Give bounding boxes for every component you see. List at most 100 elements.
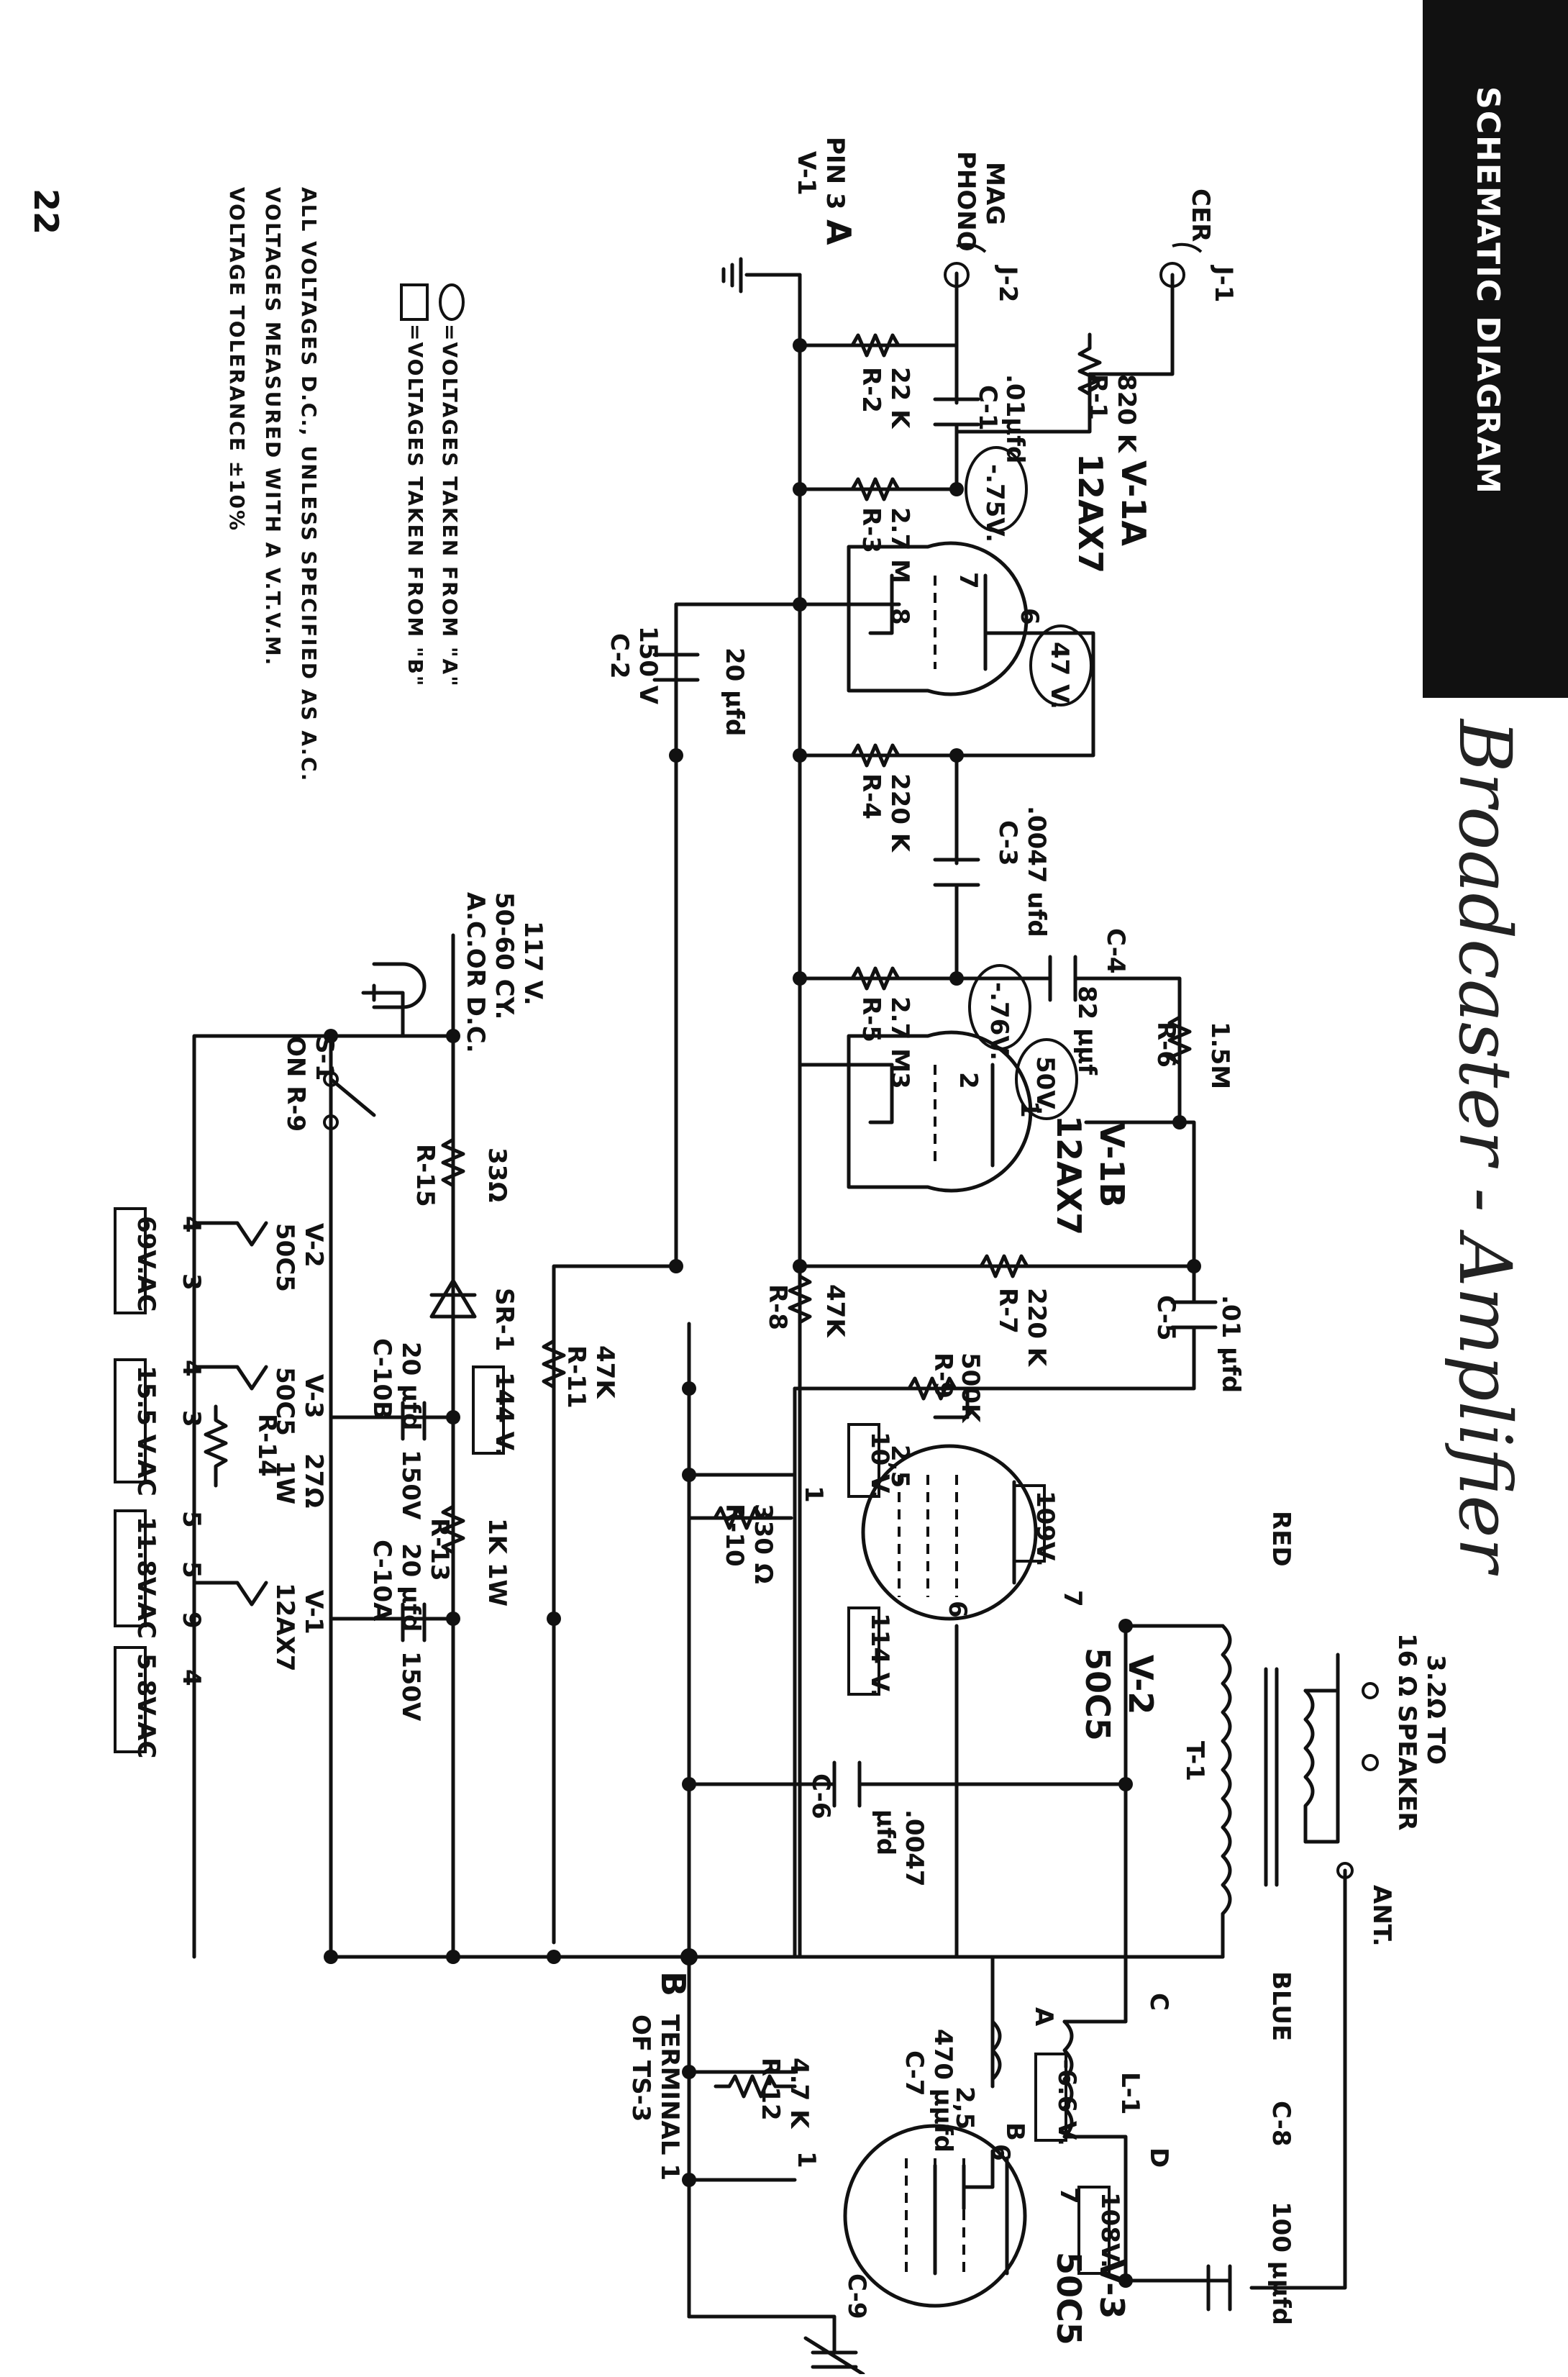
- c10a-volt: 150V: [396, 1651, 425, 1722]
- c6-unit: μfd: [871, 1809, 900, 1855]
- jack-j1-shell: [1172, 242, 1203, 253]
- junction-dot: [669, 1259, 683, 1273]
- tube-v1a-type: 12AX7: [1071, 453, 1110, 573]
- voltage-v3-plate: 108V.: [1095, 2192, 1124, 2268]
- junction-dot: [793, 971, 807, 986]
- wire-t1-primary: [1123, 1624, 1225, 1959]
- r1-value: 820 K: [1112, 374, 1141, 454]
- junction-dot: [793, 748, 807, 763]
- heater-v2: [192, 1221, 268, 1247]
- capacitor-c9: [803, 2336, 865, 2376]
- heater-voltage-box: [114, 1358, 147, 1483]
- pin-label: 1: [799, 1486, 828, 1503]
- c6-value: .0047: [900, 1809, 929, 1887]
- r14-ref: R-14: [252, 1414, 281, 1477]
- l1-d: D: [1144, 2148, 1173, 2168]
- tube-v3-envelope: [843, 2124, 1027, 2308]
- note-tolerance: VOLTAGE TOLERANCE ±10%: [225, 187, 249, 532]
- pin-label: 3: [177, 1273, 206, 1291]
- antenna-coil: ANT. L-1 A B C D B TERMINAL 1 OF TS-3: [626, 1862, 1396, 2181]
- r8-ref: R-8: [763, 1284, 792, 1330]
- switch-contact-icon: [323, 1114, 339, 1130]
- voltage-box: [1013, 1484, 1046, 1563]
- heater-v1: [192, 1581, 268, 1606]
- page-title: SCHEMATIC DIAGRAM: [1469, 86, 1506, 495]
- terminal-label-1: TERMINAL 1: [655, 2014, 684, 2181]
- pin-label: 1: [792, 2151, 821, 2168]
- voltage-oval: [965, 446, 1028, 532]
- capacitor-c6: [832, 1760, 862, 1808]
- c10b-ref: C-10B: [368, 1338, 396, 1419]
- resistor-r15: [443, 1126, 463, 1205]
- r13-value: 1K 1W: [483, 1518, 511, 1606]
- tube-v1b-cathode: [868, 1063, 894, 1124]
- legend-box-text: =VOLTAGES TAKEN FROM "B": [404, 324, 427, 688]
- r10-ref: R-10: [720, 1504, 749, 1567]
- pin-label: 7: [954, 572, 983, 589]
- jack-j1-ref: J-1: [1209, 265, 1238, 302]
- c2-volt: 150 V: [634, 626, 662, 705]
- heater-v1-name: V-1: [299, 1590, 328, 1635]
- l1-b: B: [1000, 2122, 1029, 2141]
- tube-v2-name: V-2: [1121, 1655, 1160, 1714]
- junction-dot: [949, 482, 964, 496]
- terminal-label-2: OF TS-3: [626, 2014, 655, 2122]
- wire-v3-cathode: [687, 2070, 797, 2182]
- heater-voltage-box: [114, 1646, 147, 1753]
- junction-dot: [446, 1029, 460, 1043]
- tube-v1a-cathode: [868, 573, 894, 635]
- c5-ref: C-5: [1152, 1295, 1180, 1341]
- heater-v1-voltage: 5.8V.AC: [132, 1653, 160, 1758]
- tube-v3-name: V-3: [1093, 2259, 1131, 2319]
- l1-c: C: [1144, 1993, 1173, 2011]
- r14-value: 27Ω: [299, 1453, 328, 1508]
- wire-v2-cathode: [687, 1386, 797, 1959]
- c4-value: 82 μμf: [1072, 986, 1101, 1076]
- jack-j2-icon: [944, 262, 970, 288]
- capacitors: .01μfd C-1 20 μfd 150 V C-2 .0047 ufd C-…: [368, 374, 1295, 2376]
- r13-ref: R-13: [425, 1518, 454, 1581]
- capacitor-c5: [1170, 1300, 1218, 1330]
- c10a-ref: C-10A: [368, 1540, 396, 1622]
- voltage-box: [472, 1365, 505, 1455]
- junction-dot: [682, 1468, 696, 1482]
- pin-label: 2: [954, 1072, 983, 1089]
- ac-label-1: 117 V.: [519, 921, 547, 1006]
- tube-v2-type: 50C5: [1078, 1647, 1117, 1741]
- heater-v2-voltage: 69V.AC: [132, 1216, 160, 1312]
- capacitor-c10b: [401, 1401, 427, 1441]
- speaker-label-1: 3.2Ω TO: [1421, 1655, 1450, 1765]
- junction-dot: [682, 1777, 696, 1791]
- legend-box-icon: [400, 283, 429, 321]
- c8-ref: C-8: [1267, 2101, 1295, 2147]
- s1-on: ON R-9: [281, 1036, 310, 1132]
- junction-dot: [446, 1950, 460, 1964]
- voltage-v1a-plate: 47 V.: [1045, 642, 1074, 709]
- junction-dot: [793, 482, 807, 496]
- pin-label: 5: [177, 1561, 206, 1578]
- c5-value: .01 μfd: [1216, 1295, 1245, 1393]
- r4-value: 220 K: [885, 773, 914, 853]
- voltage-v2-cathode: 10 V.: [865, 1432, 894, 1499]
- junction-dot: [1172, 1115, 1187, 1130]
- r4-ref: R-4: [857, 773, 885, 819]
- junction-dot: [682, 2065, 696, 2079]
- voltage-markers: -.75V. 47 V. -.76V. 50V. 10 V. 109V. 114…: [472, 446, 1124, 2275]
- capacitor-c7: [933, 2163, 966, 2211]
- pin3-label: PIN 3: [821, 137, 849, 210]
- r2-ref: R-2: [857, 367, 885, 413]
- switch-contact-icon: [323, 1071, 339, 1087]
- tube-v1a-envelope: [847, 541, 1029, 696]
- junction-dot: [793, 338, 807, 353]
- resistor-r5: [839, 968, 918, 988]
- c2-ref: C-2: [605, 633, 634, 679]
- voltage-box: [1077, 2186, 1111, 2275]
- wire-l1-c: [1062, 1897, 1128, 2024]
- ac-label-3: A.C.OR D.C.: [461, 892, 490, 1053]
- legend: =VOLTAGES TAKEN FROM "A" =VOLTAGES TAKEN…: [225, 187, 465, 782]
- c8-value: 100 μμfd: [1267, 2201, 1295, 2325]
- wire-heater-string: [192, 1034, 333, 1959]
- r9-value: 500K: [956, 1353, 985, 1424]
- capacitor-c1: [933, 397, 980, 427]
